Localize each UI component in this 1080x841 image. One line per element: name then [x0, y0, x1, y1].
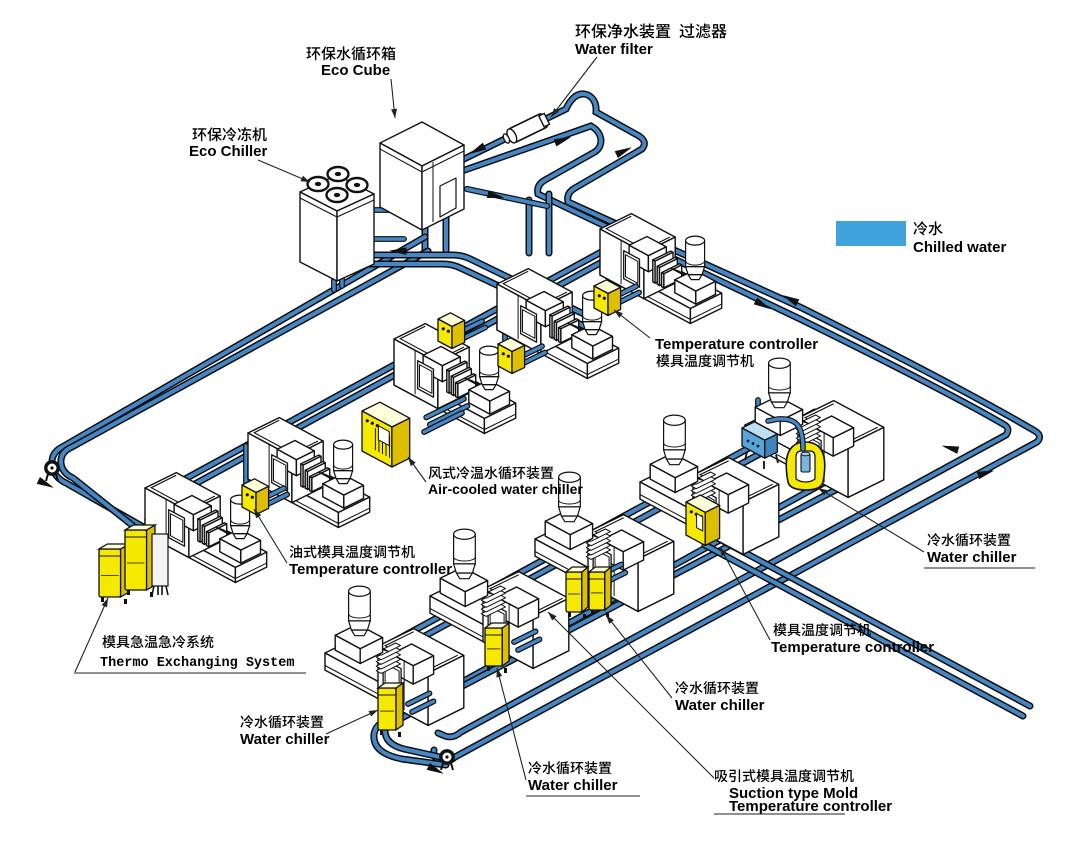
svg-text:Thermo Exchanging System: Thermo Exchanging System: [100, 656, 294, 671]
svg-text:Eco Chiller: Eco Chiller: [189, 143, 268, 160]
svg-text:Temperature controller: Temperature controller: [289, 561, 452, 578]
svg-text:Temperature controller: Temperature controller: [655, 336, 818, 353]
svg-text:Water chiller: Water chiller: [528, 777, 618, 794]
svg-text:Temperature controller: Temperature controller: [729, 798, 892, 815]
svg-text:Water chiller: Water chiller: [240, 731, 330, 748]
svg-text:Temperature controller: Temperature controller: [771, 639, 934, 656]
svg-text:Chilled water: Chilled water: [913, 239, 1007, 256]
svg-text:Eco Cube: Eco Cube: [321, 62, 390, 79]
svg-text:Air-cooled water chiller: Air-cooled water chiller: [428, 481, 583, 497]
svg-text:Suction type Mold: Suction type Mold: [729, 785, 858, 802]
svg-text:Water filter: Water filter: [575, 41, 653, 58]
svg-text:Water chiller: Water chiller: [927, 549, 1017, 566]
svg-text:Water chiller: Water chiller: [675, 697, 765, 714]
